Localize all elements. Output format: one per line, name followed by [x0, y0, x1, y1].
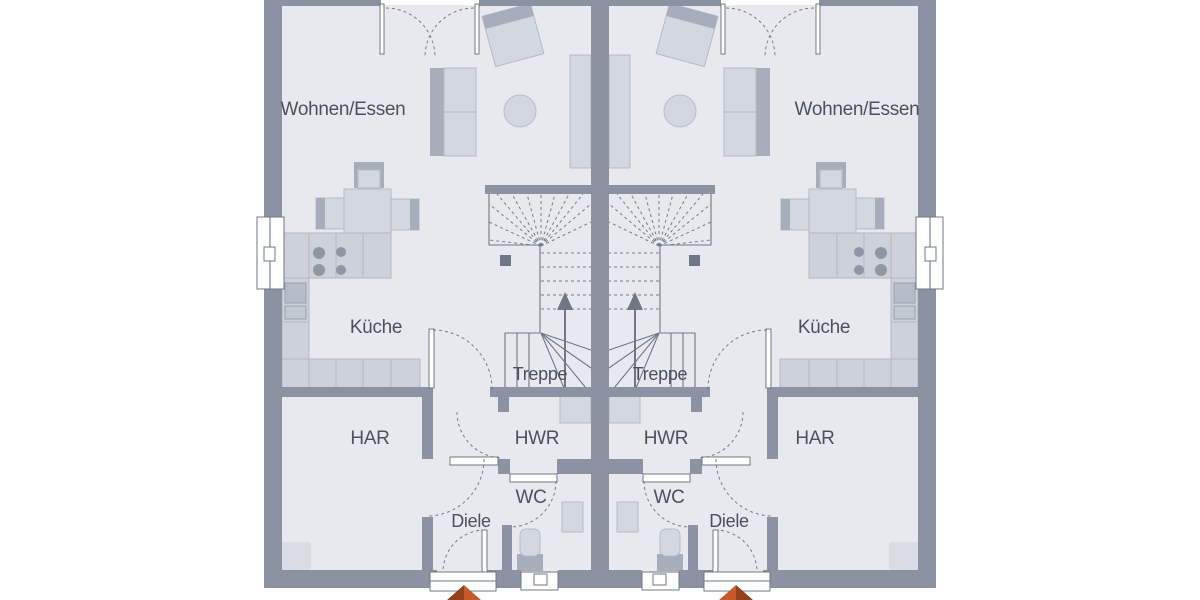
room-label-living-right: Wohnen/Essen [795, 99, 920, 120]
unit-right-geometry [599, 0, 944, 600]
room-label-wc-left: WC [515, 487, 546, 508]
room-labels: Wohnen/Essen Küche Treppe HAR HWR WC Die… [281, 99, 920, 531]
unit-left-geometry [256, 0, 601, 600]
room-label-utility-left: HWR [515, 428, 559, 449]
room-label-hallway-right: Diele [709, 511, 749, 531]
room-label-living-left: Wohnen/Essen [281, 99, 406, 120]
room-label-storage-left: HAR [350, 428, 389, 449]
room-label-kitchen-left: Küche [350, 317, 402, 338]
room-label-stairs-right: Treppe [633, 364, 688, 384]
room-label-utility-right: HWR [644, 428, 688, 449]
room-label-stairs-left: Treppe [513, 364, 568, 384]
room-label-hallway-left: Diele [451, 511, 491, 531]
room-label-storage-right: HAR [795, 428, 834, 449]
room-label-wc-right: WC [653, 487, 684, 508]
room-label-kitchen-right: Küche [798, 317, 850, 338]
